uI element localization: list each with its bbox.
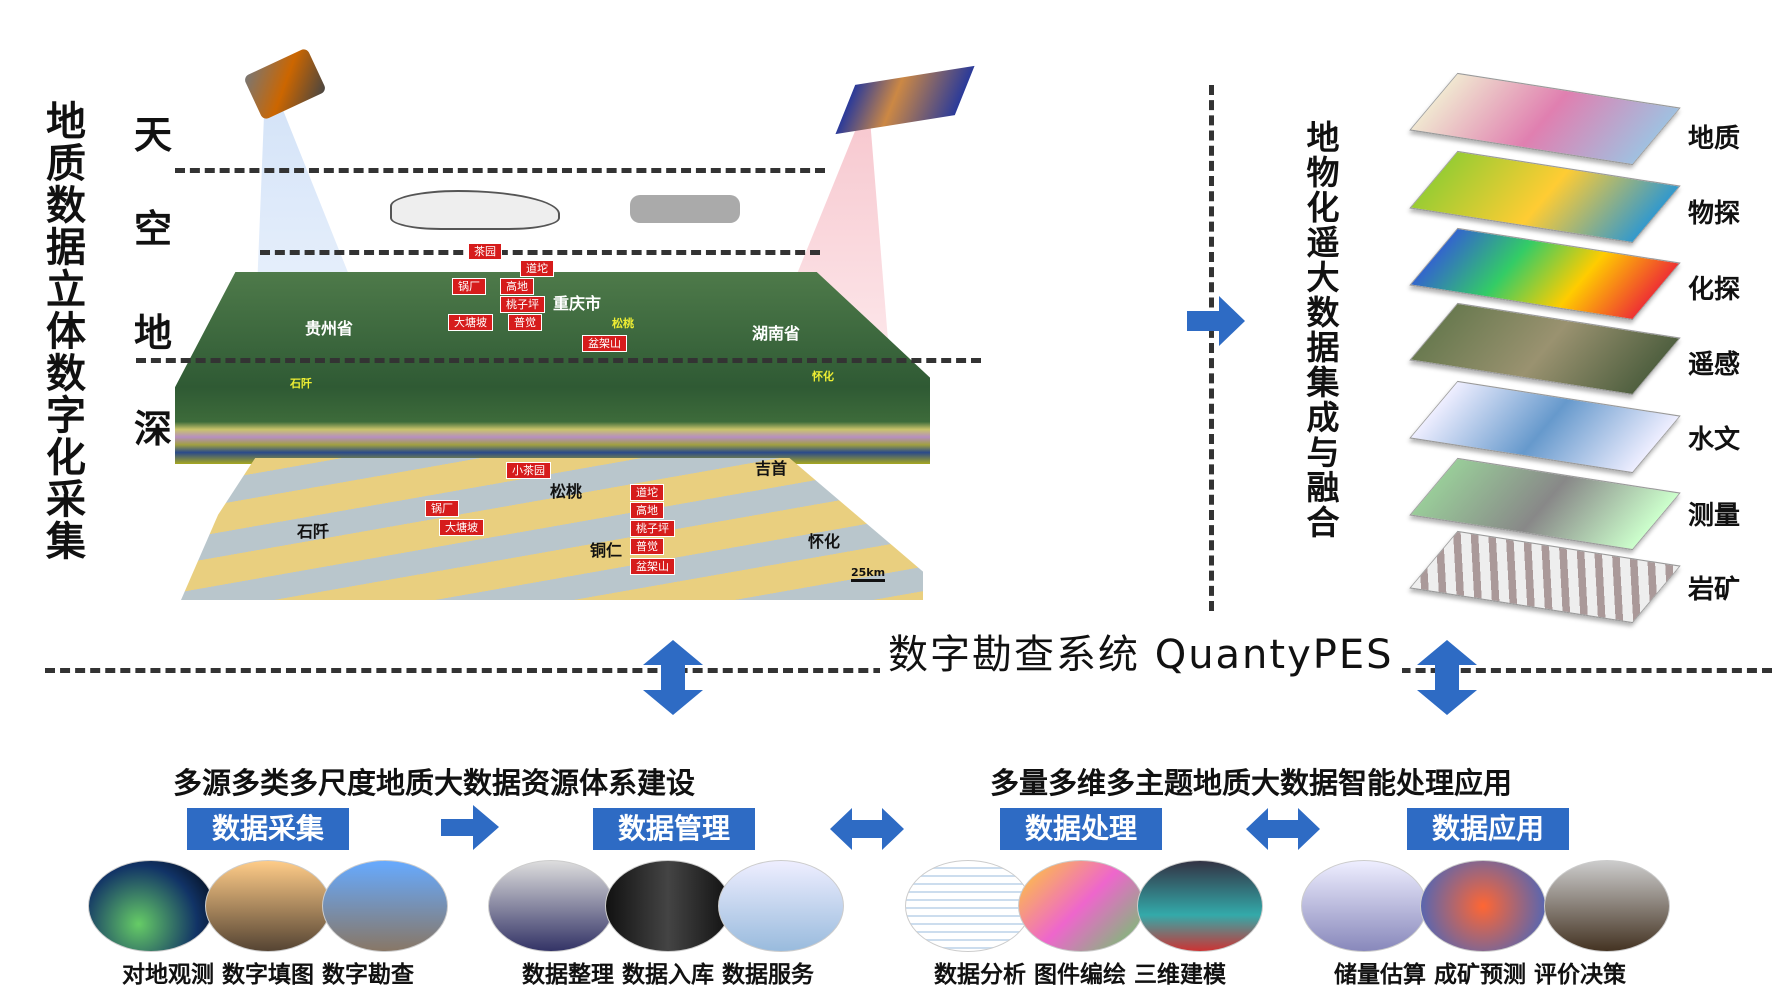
lower-tag: 大塘坡: [439, 519, 484, 536]
lower-tag: 小茶园: [506, 462, 551, 479]
layer-geochemistry: [1409, 227, 1681, 321]
mine-tag: 茶园: [468, 243, 502, 260]
layer-geophysics: [1409, 150, 1681, 244]
subtitle-left: 多源多类多尺度地质大数据资源体系建设: [172, 766, 695, 800]
label-hunan: 湖南省: [752, 324, 801, 343]
drone-icon: [630, 195, 740, 223]
left-title: 地质数据立体数字化采集: [39, 100, 85, 562]
lower-tag: 桃子坪: [630, 520, 675, 537]
photo-data-service: [718, 860, 844, 952]
photo-evaluation-decision: [1544, 860, 1670, 952]
label-shiqian: 石阡: [290, 377, 312, 390]
arrow-right-icon: [1187, 296, 1245, 346]
layer-petrology: [1409, 530, 1681, 624]
level-ground: 地: [134, 311, 173, 355]
lower-tag: 普觉: [630, 538, 664, 555]
geological-map: [181, 458, 923, 600]
divider-sky-air: [175, 168, 825, 173]
stage-processing: 数据处理: [1000, 808, 1162, 850]
photo-data-analysis: [905, 860, 1031, 952]
photo-digital-mapping: [205, 860, 331, 952]
stack-label: 水文: [1688, 425, 1741, 455]
label-tongren: 铜仁: [590, 541, 623, 560]
photo-digital-exploration: [322, 860, 448, 952]
lower-tag: 锅厂: [425, 500, 459, 517]
divider-ground-deep: [136, 358, 981, 363]
double-arrow-vertical-icon: [643, 640, 703, 715]
layer-hydrology: [1409, 380, 1681, 474]
label-songtao: 松桃: [612, 317, 634, 330]
double-arrow-vertical-icon: [1417, 640, 1477, 715]
integration-title: 地物化遥大数据集成与融合: [1301, 120, 1340, 540]
mine-tag: 高地: [500, 278, 534, 295]
stack-label: 岩矿: [1688, 575, 1741, 605]
helicopter-icon: [390, 190, 560, 230]
stack-label: 遥感: [1688, 350, 1741, 380]
mine-tag: 盆架山: [582, 335, 627, 352]
mine-tag: 锅厂: [452, 278, 486, 295]
caption-processing: 数据分析 图件编绘 三维建模: [933, 962, 1226, 988]
divider-air-ground: [260, 250, 820, 255]
layer-remote-sensing: [1409, 302, 1681, 396]
vertical-divider: [1209, 85, 1214, 611]
photo-mineral-prediction: [1420, 860, 1546, 952]
label-huaihua-top: 怀化: [812, 370, 834, 383]
stage-application: 数据应用: [1407, 808, 1569, 850]
photo-map-compilation: [1018, 860, 1144, 952]
stage-collection: 数据采集: [187, 808, 349, 850]
caption-application: 储量估算 成矿预测 评价决策: [1333, 962, 1626, 988]
double-arrow-horizontal-icon: [1246, 808, 1320, 850]
label-jishou: 吉首: [755, 459, 788, 478]
label-chongqing: 重庆市: [553, 294, 602, 313]
caption-management: 数据整理 数据入库 数据服务: [521, 962, 814, 988]
layer-survey: [1409, 457, 1681, 551]
stack-label: 测量: [1688, 501, 1741, 531]
terrain-block: [175, 272, 930, 464]
label-shiqian-lower: 石阡: [297, 522, 330, 541]
mine-tag: 普觉: [508, 314, 542, 331]
subtitle-right: 多量多维多主题地质大数据智能处理应用: [989, 766, 1512, 800]
satellite-left-icon: [243, 47, 327, 121]
mine-tag: 大塘坡: [448, 314, 493, 331]
photo-earth-observation: [88, 860, 214, 952]
stack-label: 化探: [1688, 275, 1741, 305]
arrow-right-icon: [441, 805, 499, 850]
label-songtao-lower: 松桃: [550, 482, 583, 501]
layer-geology: [1409, 72, 1681, 166]
level-deep: 深: [134, 407, 173, 451]
caption-collection: 对地观测 数字填图 数字勘查: [121, 962, 414, 988]
photo-data-storage: [605, 860, 731, 952]
mine-tag: 道坨: [520, 260, 554, 277]
level-sky: 天: [134, 113, 173, 157]
system-title: 数字勘查系统 QuantyPES: [880, 622, 1402, 680]
label-huaihua: 怀化: [808, 532, 841, 551]
stack-label: 地质: [1688, 124, 1741, 154]
photo-data-organization: [488, 860, 614, 952]
scale-bar: 25km: [851, 566, 886, 582]
satellite-right-icon: [835, 65, 975, 135]
label-guizhou: 贵州省: [305, 319, 354, 338]
photo-3d-modeling: [1137, 860, 1263, 952]
mine-tag: 桃子坪: [500, 296, 545, 313]
double-arrow-horizontal-icon: [830, 808, 904, 850]
lower-tag: 高地: [630, 502, 664, 519]
lower-tag: 道坨: [630, 484, 664, 501]
photo-reserve-estimation: [1301, 860, 1427, 952]
stack-label: 物探: [1688, 199, 1741, 229]
stage-management: 数据管理: [593, 808, 755, 850]
level-air: 空: [134, 207, 173, 251]
lower-tag: 盆架山: [630, 558, 675, 575]
